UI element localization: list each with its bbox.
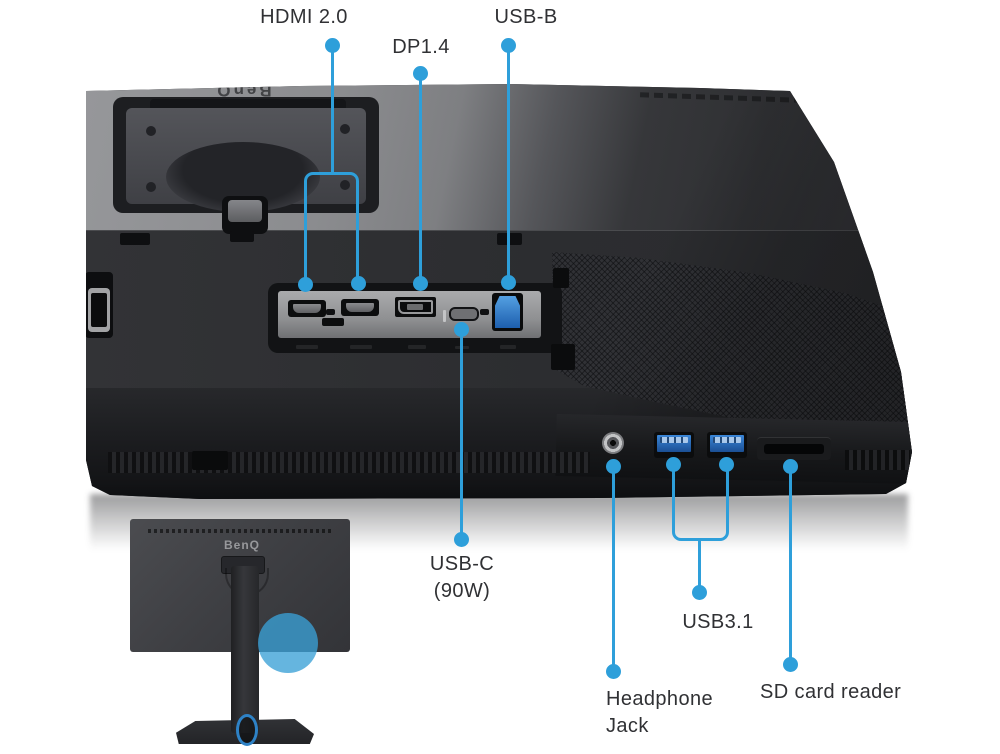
dp-label: DP1.4: [392, 36, 450, 58]
usb-a-port-2: [707, 432, 747, 458]
hdmi-callout-bracket: [303, 172, 359, 284]
headphone-label-line2: Jack: [606, 715, 649, 737]
usb31-callout-stem: [697, 538, 701, 592]
vesa-screw-hole: [340, 180, 350, 190]
sd-callout-dot-bottom: [782, 656, 798, 672]
usb31-callout-dot-port2: [718, 456, 734, 472]
cover-tab: [230, 231, 254, 242]
headphone-callout-dot-port: [605, 458, 621, 474]
thumbnail-cable-hole-highlight: [236, 714, 258, 746]
thumbnail-stand-column: [231, 566, 259, 733]
sd-label: SD card reader: [760, 681, 902, 703]
headphone-label: Headphone: [606, 688, 714, 710]
bottom-vent-right: [845, 450, 910, 470]
usb-c-callout-dot-port: [453, 321, 469, 337]
dp-callout-dot-top: [412, 65, 428, 81]
usb-c-callout-stem: [459, 329, 463, 539]
usb31-callout-dot-port1: [665, 456, 681, 472]
vesa-screw-hole: [340, 124, 350, 134]
headphone-callout-dot-bottom: [605, 663, 621, 679]
panel-divider-mark: [443, 310, 446, 322]
headphone-jack-port: [602, 432, 624, 454]
usb-b-callout-dot-port: [500, 274, 516, 290]
panel-slot: [322, 318, 344, 326]
usb-a-contacts: [713, 437, 741, 443]
panel-slot: [480, 309, 489, 315]
usb31-callout-dot-bottom: [691, 584, 707, 600]
usb-c-label: USB-C: [429, 553, 495, 575]
thumbnail-vent-line: [148, 529, 332, 533]
sd-card-slot: [757, 437, 831, 460]
displayport-pins: [407, 304, 423, 310]
sd-callout-dot-port: [782, 458, 798, 474]
hdmi-callout-stem: [330, 45, 334, 172]
vesa-screw-hole: [146, 126, 156, 136]
usb31-label: USB3.1: [682, 611, 754, 633]
hdmi-callout-dot-port2: [350, 275, 366, 291]
thumbnail-brand-logo: BenQ: [223, 538, 260, 552]
dp-callout-stem: [418, 73, 422, 283]
hdmi-port-1: [288, 300, 326, 317]
port-engraving: [408, 345, 426, 349]
headphone-callout-stem: [611, 466, 615, 671]
hdmi-callout-dot-port1: [297, 276, 313, 292]
usb-a-port-1: [654, 432, 694, 458]
displayport-port: [395, 297, 436, 317]
usb-b-callout-stem: [506, 45, 510, 282]
usb-c-label-watt: (90W): [433, 580, 491, 602]
sd-card-slot-opening: [764, 444, 824, 454]
hdmi-port-2: [341, 299, 379, 316]
recess-hook: [553, 268, 569, 288]
usb-c-port: [449, 307, 479, 321]
usb-b-label: USB-B: [494, 6, 558, 28]
right-slope-shading: [480, 84, 912, 464]
port-engraving: [296, 345, 318, 349]
vesa-screw-hole: [146, 182, 156, 192]
cover-tab: [120, 233, 150, 245]
usb-b-connector: [495, 296, 520, 328]
usb-b-callout-dot-top: [500, 37, 516, 53]
port-engraving: [350, 345, 372, 349]
bottom-vent-left: [108, 452, 590, 473]
panel-slot: [326, 309, 335, 315]
thumbnail-highlight-circle: [258, 613, 318, 673]
usb-b-port: [492, 293, 523, 331]
usb-a-contacts: [660, 437, 688, 443]
hdmi-callout-dot-top: [324, 37, 340, 53]
sd-callout-stem: [788, 466, 792, 664]
usb31-callout-bracket: [671, 464, 729, 541]
power-inlet-port: [91, 293, 107, 327]
port-engraving: [500, 345, 516, 349]
stand-release-latch-button: [228, 200, 262, 222]
cover-tab: [497, 233, 522, 245]
brand-logo-upside-down: BenQ: [214, 81, 272, 100]
recess-hook: [551, 344, 575, 370]
usb-c-callout-dot-bottom: [453, 531, 469, 547]
dp-callout-dot-port: [412, 275, 428, 291]
bottom-vent-notch: [192, 451, 228, 470]
hdmi-label: HDMI 2.0: [260, 6, 348, 28]
